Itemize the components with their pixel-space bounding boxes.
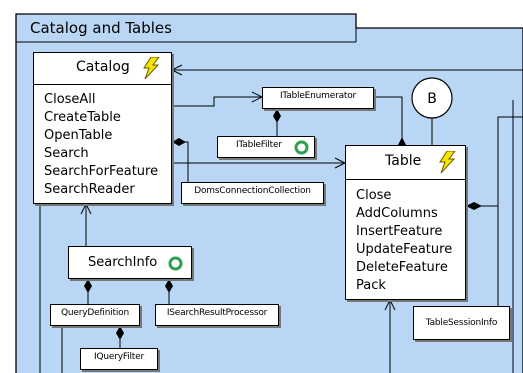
searchinfo-class[interactable]: SearchInfo [68,246,192,279]
catalog-header: Catalog [34,53,171,85]
searchinfo-name: SearchInfo [88,255,158,270]
method-item: SearchForFeature [44,164,159,179]
method-item: OpenTable [44,128,113,143]
method-item: SearchReader [44,182,135,197]
table-header: Table [346,146,465,180]
composition-diamond [84,279,92,293]
composition-diamond [165,279,173,293]
table-methods: Close AddColumns InsertFeature UpdateFea… [356,187,452,295]
lightning-bolt-icon [143,57,160,79]
package-title: Catalog and Tables [30,19,172,37]
composition-diamond [273,109,281,123]
composition-diamond [172,138,186,146]
arrowhead [384,298,396,311]
lollipop-interface-icon [168,256,183,271]
method-item: InsertFeature [356,224,443,239]
method-item: Pack [356,278,386,293]
method-item: Search [44,146,89,161]
catalog-enumerator-link [172,96,262,107]
method-item: CreateTable [44,110,121,125]
composition-diamond [116,326,124,340]
itable-filter-name: ITableFilter [236,140,282,150]
table-session-info-class[interactable]: TableSessionInfo [413,306,510,340]
method-item: DeleteFeature [356,260,448,275]
isearch-result-processor-class[interactable]: ISearchResultProcessor [155,304,279,326]
composition-diamond [466,202,482,210]
query-definition-class[interactable]: QueryDefinition [50,304,140,326]
enumerator-table-link [374,96,403,145]
catalog-class[interactable]: Catalog CloseAll CreateTable OpenTable S… [33,52,172,204]
method-item: UpdateFeature [356,242,453,257]
iquery-filter-class[interactable]: IQueryFilter [80,348,158,370]
doms-connection-collection-class[interactable]: DomsConnectionCollection [181,182,324,204]
arrowhead [80,202,92,215]
connector-label: B [427,91,437,107]
lollipop-interface-icon [294,140,309,155]
method-item: CloseAll [44,92,96,107]
catalog-methods: CloseAll CreateTable OpenTable Search Se… [44,91,158,199]
method-item: Close [356,188,392,203]
arrowhead [170,64,183,76]
itable-filter-class[interactable]: ITableFilter [217,136,315,158]
table-name: Table [385,153,422,169]
itable-enumerator-class[interactable]: ITableEnumerator [262,87,374,109]
lightning-bolt-icon [439,151,456,173]
table-class[interactable]: Table Close AddColumns InsertFeature Upd… [345,145,466,300]
catalog-name: Catalog [76,59,130,75]
method-item: AddColumns [356,206,438,221]
connector-circle [411,77,453,119]
